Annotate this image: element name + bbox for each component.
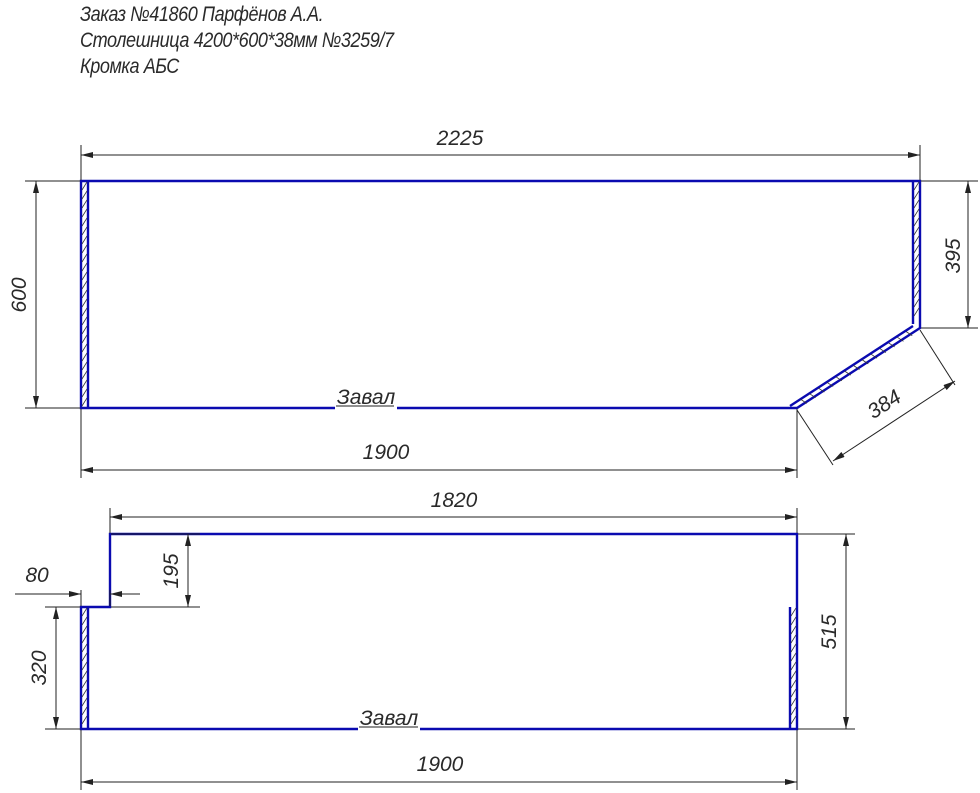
edge-line: Кромка АБС	[80, 55, 179, 78]
part1-outline	[79, 179, 922, 410]
part2-dim-step-width-label: 80	[25, 564, 49, 587]
part1-dim-left-label: 600	[8, 277, 31, 312]
part1-dim-left: 600	[8, 180, 80, 409]
part2-dim-left-label: 320	[28, 650, 51, 685]
part2-dim-step-height-label: 195	[160, 553, 183, 588]
part1-dim-bottom: 1900	[80, 409, 798, 478]
part2: 1820 80 195 320 515	[15, 489, 855, 790]
part2-dim-top: 1820	[109, 489, 798, 533]
part2-edge-label: Завал	[360, 707, 419, 730]
part1-dim-top: 2225	[80, 127, 921, 180]
part1-right-edge-hatch	[911, 181, 920, 324]
part2-dim-step-width: 80	[15, 564, 140, 606]
part1-left-edge-hatch	[81, 181, 90, 408]
part1-dim-top-label: 2225	[436, 127, 484, 150]
title-block: Заказ №41860 Парфёнов А.А. Столешница 42…	[80, 2, 445, 80]
part1-dim-right: 395	[921, 180, 978, 329]
part1-diagonal-edge	[789, 324, 914, 408]
part2-dim-bottom: 1900	[80, 730, 798, 790]
part2-dim-step-height: 195	[111, 533, 200, 608]
part2-dim-right-label: 515	[818, 614, 841, 649]
part1-dim-right-label: 395	[942, 238, 965, 273]
part2-dim-bottom-label: 1900	[417, 753, 464, 776]
part2-right-edge-hatch	[788, 607, 797, 729]
part2-left-edge-hatch	[81, 607, 90, 729]
part2-dim-right: 515	[798, 533, 855, 730]
order-line: Заказ №41860 Парфёнов А.А.	[80, 3, 324, 26]
part2-dim-left: 320	[28, 606, 80, 730]
countertop-line: Столешница 4200*600*38мм №3259/7	[80, 29, 394, 52]
part1: 2225 600 395 384 1900	[8, 127, 978, 478]
part1-dim-bottom-label: 1900	[363, 441, 410, 464]
part2-outline	[79, 532, 799, 731]
part2-dim-top-label: 1820	[431, 489, 478, 512]
part1-edge-label: Завал	[337, 386, 396, 409]
